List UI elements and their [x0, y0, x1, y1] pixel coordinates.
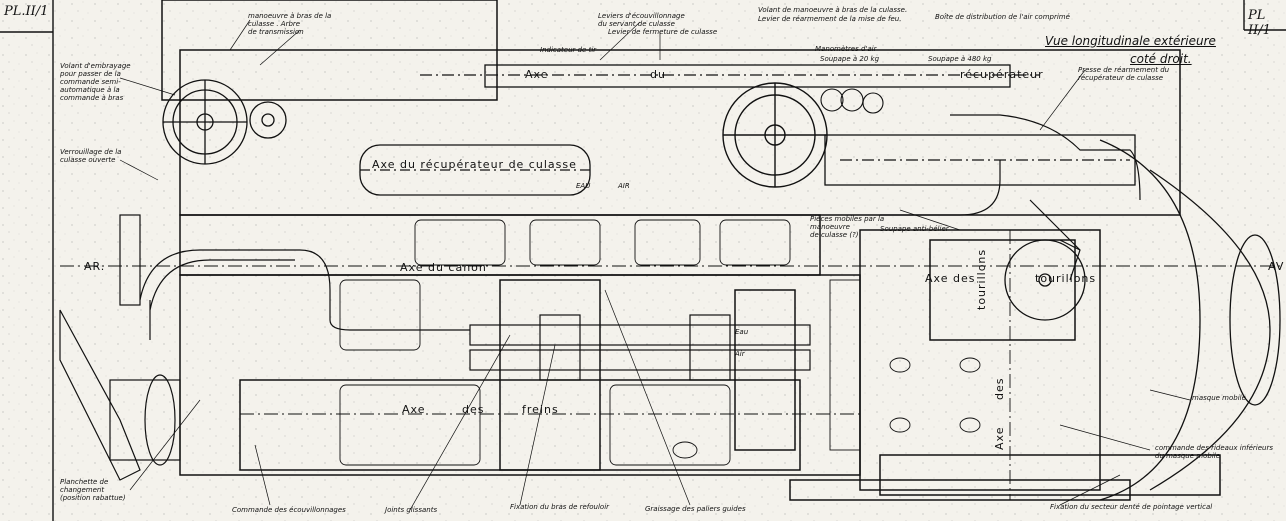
axis-label-tourillons-b: tourillons	[1035, 272, 1097, 285]
left-handwheel	[162, 79, 287, 165]
label-manoeuvre-bras: manoeuvre à bras de la culasse . Arbre d…	[248, 12, 332, 36]
axis-label-recuperateur-culasse: Axe du récupérateur de culasse	[372, 158, 577, 171]
brake-cylinders	[469, 314, 811, 381]
axis-label-av: AV	[1268, 260, 1285, 273]
axis-label-tourillons-a: Axe des	[925, 272, 976, 285]
drawing-title-line2: coté droit.	[1130, 52, 1192, 66]
axis-label-vertical-des: des	[993, 377, 1006, 400]
axis-label-axe: Axe	[525, 68, 549, 81]
axis-label-tourillons-vertical: tourillons	[975, 248, 988, 310]
label-leviers-ecouvillonnage: Leviers d'écouvillonnage du servant de c…	[598, 12, 685, 28]
plate-number-right: PL II/1	[1248, 8, 1271, 38]
label-air-valve: AIR	[618, 182, 630, 190]
label-soupape-anti-belier: Soupape anti-bélier	[880, 225, 949, 233]
axis-label-vertical-axe: Axe	[993, 426, 1006, 450]
drawing-title-line1: Vue longitudinale extérieure	[1045, 34, 1216, 48]
axis-label-freins-a: Axe	[402, 403, 426, 416]
label-manometres: Manomètres d'air	[815, 45, 877, 53]
plate-number-left: PL.II/1	[4, 4, 49, 19]
axis-label-recuperateur: récupérateur	[960, 68, 1044, 81]
leader-lines	[119, 19, 1191, 511]
label-soupape-20: Soupape à 20 kg	[820, 55, 880, 63]
label-planchette: Planchette de changement (position rabat…	[60, 478, 126, 502]
axis-label-canon: Axe du canon	[400, 261, 487, 274]
air-piping	[139, 114, 1141, 340]
label-joints-glissants: Joints glissants	[385, 506, 438, 514]
recuperator-cylinder	[359, 64, 1136, 196]
label-graissage: Graissage des paliers guides	[645, 505, 746, 513]
label-soupape-480: Soupape à 480 kg	[928, 55, 992, 63]
label-fixation-secteur: Fixation du secteur denté de pointage ve…	[1050, 503, 1213, 511]
label-volant-manoeuvre: Volant de manoeuvre à bras de la culasse…	[758, 6, 908, 14]
label-presse-rearmement: Presse de réarmement du récupérateur de …	[1078, 66, 1170, 82]
pressure-gauges	[820, 88, 884, 114]
axis-label-freins-c: freins	[522, 403, 559, 416]
label-air: Air	[735, 350, 745, 358]
label-verrouillage: Verrouillage de la culasse ouverte	[60, 148, 122, 164]
trunnion-disc	[1004, 139, 1281, 501]
axis-label-du: du	[650, 68, 666, 81]
label-pieces-mobiles: Pièces mobiles par la manoeuvre de culas…	[810, 215, 885, 239]
axis-label-ar: AR.	[84, 260, 106, 273]
label-levier-rearmement: Levier de réarmement de la mise de feu.	[758, 15, 902, 23]
label-eau-valve: EAU	[576, 182, 591, 190]
axis-label-freins-b: des	[462, 403, 485, 416]
label-indicateur-tir: Indicateur de tir	[540, 46, 597, 54]
label-eau: Eau	[735, 328, 749, 336]
breech-end	[59, 214, 181, 481]
label-commande-rideaux: commande des rideaux inférieurs du masqu…	[1155, 444, 1274, 460]
label-levier-fermeture: Levier de fermeture de culasse	[608, 28, 718, 36]
label-boite-distribution: Boîte de distribution de l'air comprimé	[935, 13, 1070, 21]
axis-lines	[60, 230, 1280, 500]
label-volant-embrayage: Volant d'embrayage pour passer de la com…	[60, 62, 131, 102]
label-masque-mobile: masque mobile	[1192, 394, 1246, 402]
label-commande-ecouvillonnages: Commande des écouvillonnages	[232, 506, 346, 514]
breech-handwheel	[722, 82, 828, 188]
barrel-panels	[339, 219, 981, 466]
label-fixation-bras: Fixation du bras de refouloir	[510, 503, 610, 511]
